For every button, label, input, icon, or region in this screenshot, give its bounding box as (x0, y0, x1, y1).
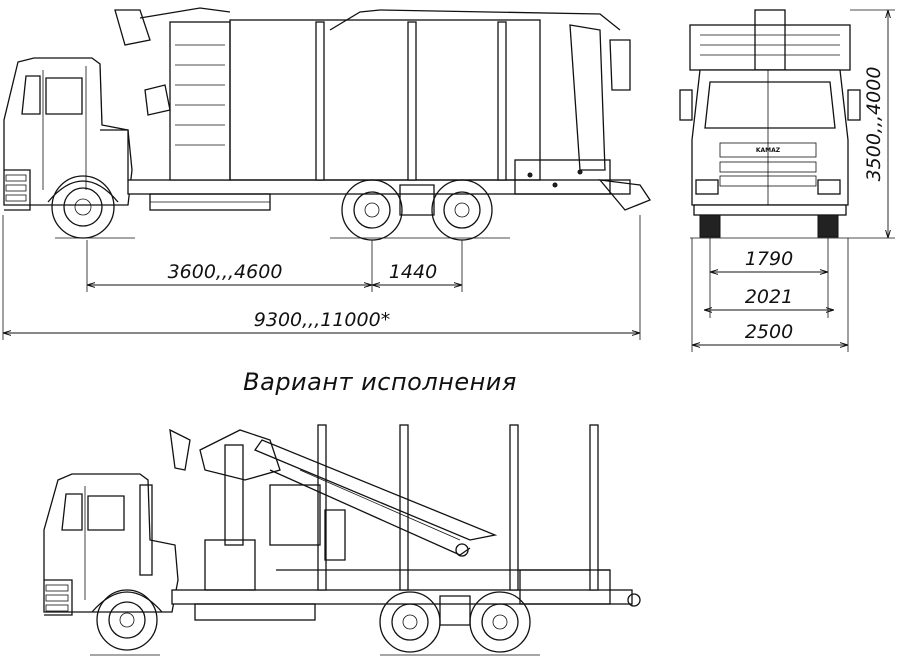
variant-caption: Вариант исполнения (243, 368, 517, 396)
axle-spacing-dim-label: 1440 (389, 261, 437, 283)
crane-top-view (114, 7, 651, 211)
front-wheel (47, 175, 119, 239)
cab-logo: KAMAZ (756, 147, 781, 154)
side-view-truck-bottom (43, 424, 641, 656)
overall-height-dim-label: 3500,,,4000 (863, 67, 885, 182)
cargo-body (144, 19, 541, 181)
track-inner-dim-label: 1790 (745, 248, 793, 270)
cab (3, 57, 133, 211)
dimensions-front: 3500,,,4000 1790 2021 2500 (691, 9, 895, 352)
overall-length-dim-label: 9300,,,11000* (254, 309, 390, 331)
side-view-truck-top (3, 7, 651, 241)
front-view-truck: KAMAZ (679, 9, 861, 239)
wheelbase-dim-label: 3600,,,4600 (168, 261, 283, 283)
dimensions-side: 3600,,,4600 1440 9300,,,11000* (2, 215, 641, 340)
overall-width-dim-label: 2500 (745, 321, 793, 343)
track-outer-dim-label: 2021 (745, 286, 793, 308)
